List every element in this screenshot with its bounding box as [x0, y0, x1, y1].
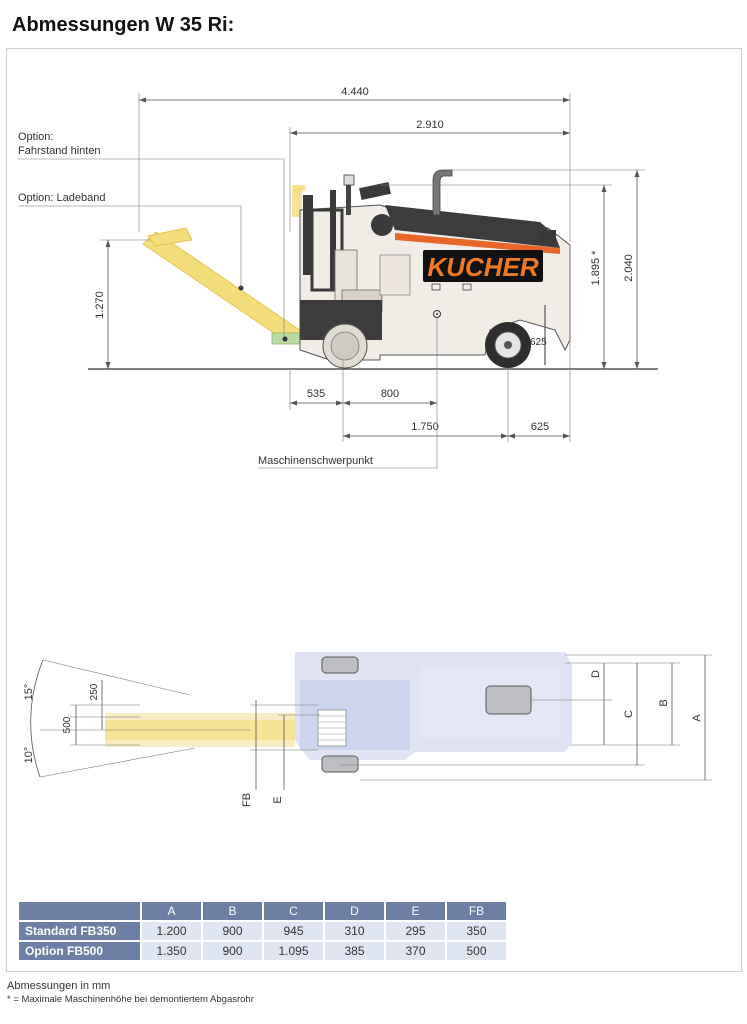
rear-platform-option [292, 184, 306, 217]
label-schwerpunkt: Maschinenschwerpunkt [258, 455, 373, 467]
dim-fb-e: FB E [241, 700, 320, 807]
svg-text:500: 500 [62, 716, 73, 733]
table-cell: 370 [386, 942, 445, 960]
table-cell: 385 [325, 942, 384, 960]
side-view: KUCHER Option: Fahrstand hinten Option: … [18, 86, 658, 469]
table-cell: 900 [203, 922, 262, 940]
table-cell: 500 [447, 942, 506, 960]
table-cell: 1.350 [142, 942, 201, 960]
table-header: C [264, 902, 323, 920]
table-cell: 310 [325, 922, 384, 940]
footer: Abmessungen in mm * = Maximale Maschinen… [7, 980, 254, 1005]
row-label: Option FB500 [19, 942, 140, 960]
table-cell: 945 [264, 922, 323, 940]
dim-bottom-row-1: 535 800 [289, 318, 438, 442]
brand-logo: KUCHER [427, 252, 538, 282]
svg-text:1.750: 1.750 [411, 421, 439, 433]
dim-height: 2.040 [445, 169, 645, 369]
angle-15-label: 15° [23, 684, 35, 701]
leader-schwerpunkt [258, 410, 438, 469]
table-cell: 1.095 [264, 942, 323, 960]
label-option-fahrstand-1: Option: [18, 131, 53, 143]
label-d: D [590, 670, 602, 678]
table-row: Option FB500 1.350 900 1.095 385 370 500 [19, 942, 506, 960]
svg-text:250: 250 [89, 683, 100, 700]
table-header-row: A B C D E FB [19, 902, 506, 920]
table-cell: 900 [203, 942, 262, 960]
dimensions-table: A B C D E FB Standard FB350 1.200 900 94… [17, 900, 508, 962]
label-fb: FB [241, 793, 253, 807]
conveyor-belt [142, 227, 305, 345]
angle-10-label: 10° [23, 747, 35, 764]
table-header: FB [447, 902, 506, 920]
dim-conveyor-height: 1.270 [94, 239, 150, 369]
svg-text:2.910: 2.910 [416, 119, 444, 131]
leader-ladeband [18, 205, 242, 288]
table-header: D [325, 902, 384, 920]
svg-text:1.895 *: 1.895 * [590, 250, 602, 286]
dim-height-no-exhaust: 1.895 * [380, 184, 612, 369]
label-e: E [272, 796, 284, 803]
page-frame [6, 48, 742, 972]
table-header: A [142, 902, 201, 920]
table-cell: 1.200 [142, 922, 201, 940]
svg-text:535: 535 [307, 388, 325, 400]
svg-text:800: 800 [381, 388, 399, 400]
svg-text:625: 625 [531, 421, 549, 433]
table-row: Standard FB350 1.200 900 945 310 295 350 [19, 922, 506, 940]
svg-text:1.270: 1.270 [94, 291, 106, 319]
table-header: B [203, 902, 262, 920]
dim-machine-length: 2.910 [289, 119, 570, 232]
table-header: E [386, 902, 445, 920]
table-cell: 295 [386, 922, 445, 940]
top-view-machine [295, 652, 572, 773]
page-title: Abmessungen W 35 Ri: [12, 14, 235, 36]
dim-250-500: 250 500 [62, 680, 140, 746]
label-a: A [691, 714, 703, 722]
leader-fahrstand [18, 158, 285, 336]
row-label: Standard FB350 [19, 922, 140, 940]
brand-plate: KUCHER [423, 250, 543, 282]
top-view: 15° 10° 250 500 FB E [23, 652, 712, 807]
dim-bottom-row-2: 1.750 625 [343, 245, 571, 442]
table-corner [19, 902, 140, 920]
footnote: * = Maximale Maschinenhöhe bei demontier… [7, 994, 254, 1005]
label-option-ladeband: Option: Ladeband [18, 192, 105, 204]
svg-text:4.440: 4.440 [341, 86, 369, 98]
dim-abcd: A B C D [340, 654, 712, 781]
label-b: B [658, 699, 670, 706]
machine-body [299, 169, 571, 369]
wheel-label: 625 [530, 337, 547, 348]
svg-text:2.040: 2.040 [623, 254, 635, 282]
label-option-fahrstand-2: Fahrstand hinten [18, 145, 101, 157]
label-c: C [623, 710, 635, 718]
conveyor-swing-angles: 15° 10° [23, 659, 250, 778]
unit-note: Abmessungen in mm [7, 980, 111, 992]
table-cell: 350 [447, 922, 506, 940]
dim-total-length: 4.440 [138, 86, 571, 242]
